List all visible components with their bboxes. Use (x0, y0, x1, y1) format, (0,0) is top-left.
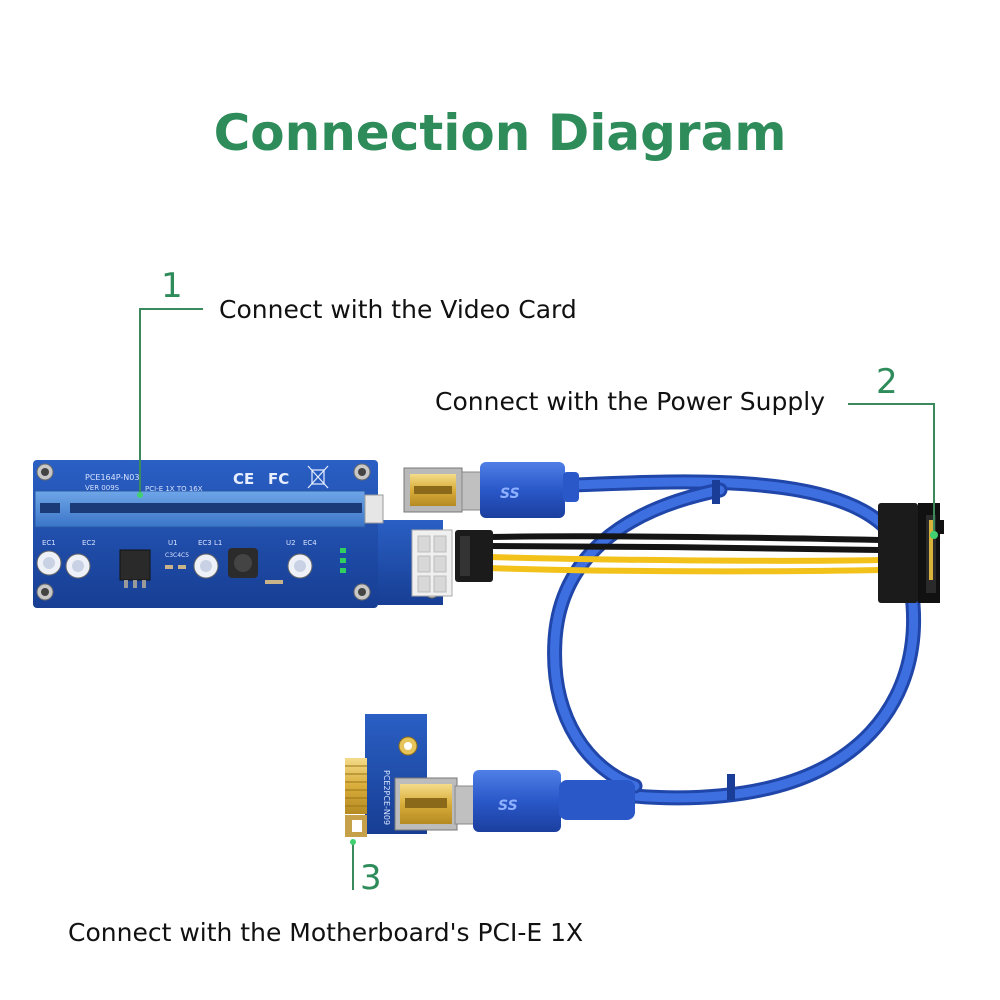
callout-number-2: 2 (876, 362, 898, 402)
ec4-label: EC4 (303, 539, 317, 547)
riser-board: PCE164P-N03 PCI-E 1X TO 16X VER 009S CE … (33, 460, 463, 608)
callout-dots (137, 492, 938, 845)
page-title: Connection Diagram (214, 104, 787, 162)
callout-label-2: Connect with the Power Supply (435, 387, 825, 416)
u2-label: U2 (286, 539, 296, 547)
callout-label-1: Connect with the Video Card (219, 295, 577, 324)
l1-label: L1 (214, 539, 222, 547)
leader-line-2 (848, 403, 935, 535)
callout-number-3: 3 (360, 858, 382, 898)
riser-usb-port (403, 467, 463, 513)
leader-line-1 (139, 308, 203, 495)
voltage-regulator (119, 549, 151, 588)
sata-power-connector (878, 503, 944, 603)
adapter-usb-port (394, 777, 458, 831)
board-model-label: PCE164P-N03 (85, 473, 139, 482)
c3c4-label: C3C4C5 (165, 552, 189, 559)
callout-label-3: Connect with the Motherboard's PCI-E 1X (68, 918, 583, 947)
board-version-label: VER 009S (85, 484, 120, 492)
usb-ss-logo-bottom: SS (498, 798, 518, 814)
fc-mark: FC (268, 470, 289, 488)
ec2-label: EC2 (82, 539, 96, 547)
6pin-plug (455, 530, 493, 582)
callout-leaders (139, 308, 935, 890)
riser-pcb (33, 460, 378, 608)
usb-plug-top: SS (461, 462, 579, 518)
power-wires (487, 533, 883, 575)
weee-bin-icon (307, 465, 329, 489)
capacitor-ec4 (287, 553, 313, 579)
capacitor-ec1 (36, 550, 62, 576)
capacitor-ec3 (193, 553, 219, 579)
u1-label: U1 (168, 539, 178, 547)
usb-plug-bottom: SS (454, 770, 635, 832)
capacitor-ec2 (65, 553, 91, 579)
ec3-label: EC3 (198, 539, 212, 547)
callout-number-1: 1 (161, 266, 183, 306)
usb-ss-logo-top: SS (500, 486, 520, 502)
board-slot-label: PCI-E 1X TO 16X (145, 485, 203, 493)
ec1-label: EC1 (42, 539, 56, 547)
inductor (228, 548, 258, 578)
ce-mark: CE (233, 470, 254, 488)
adapter-model-label: PCE2PCE-N09 (382, 770, 391, 825)
usb-cable (547, 474, 922, 806)
pcie-16x-slot (34, 490, 384, 528)
riser-6pin-power-connector (411, 529, 453, 597)
